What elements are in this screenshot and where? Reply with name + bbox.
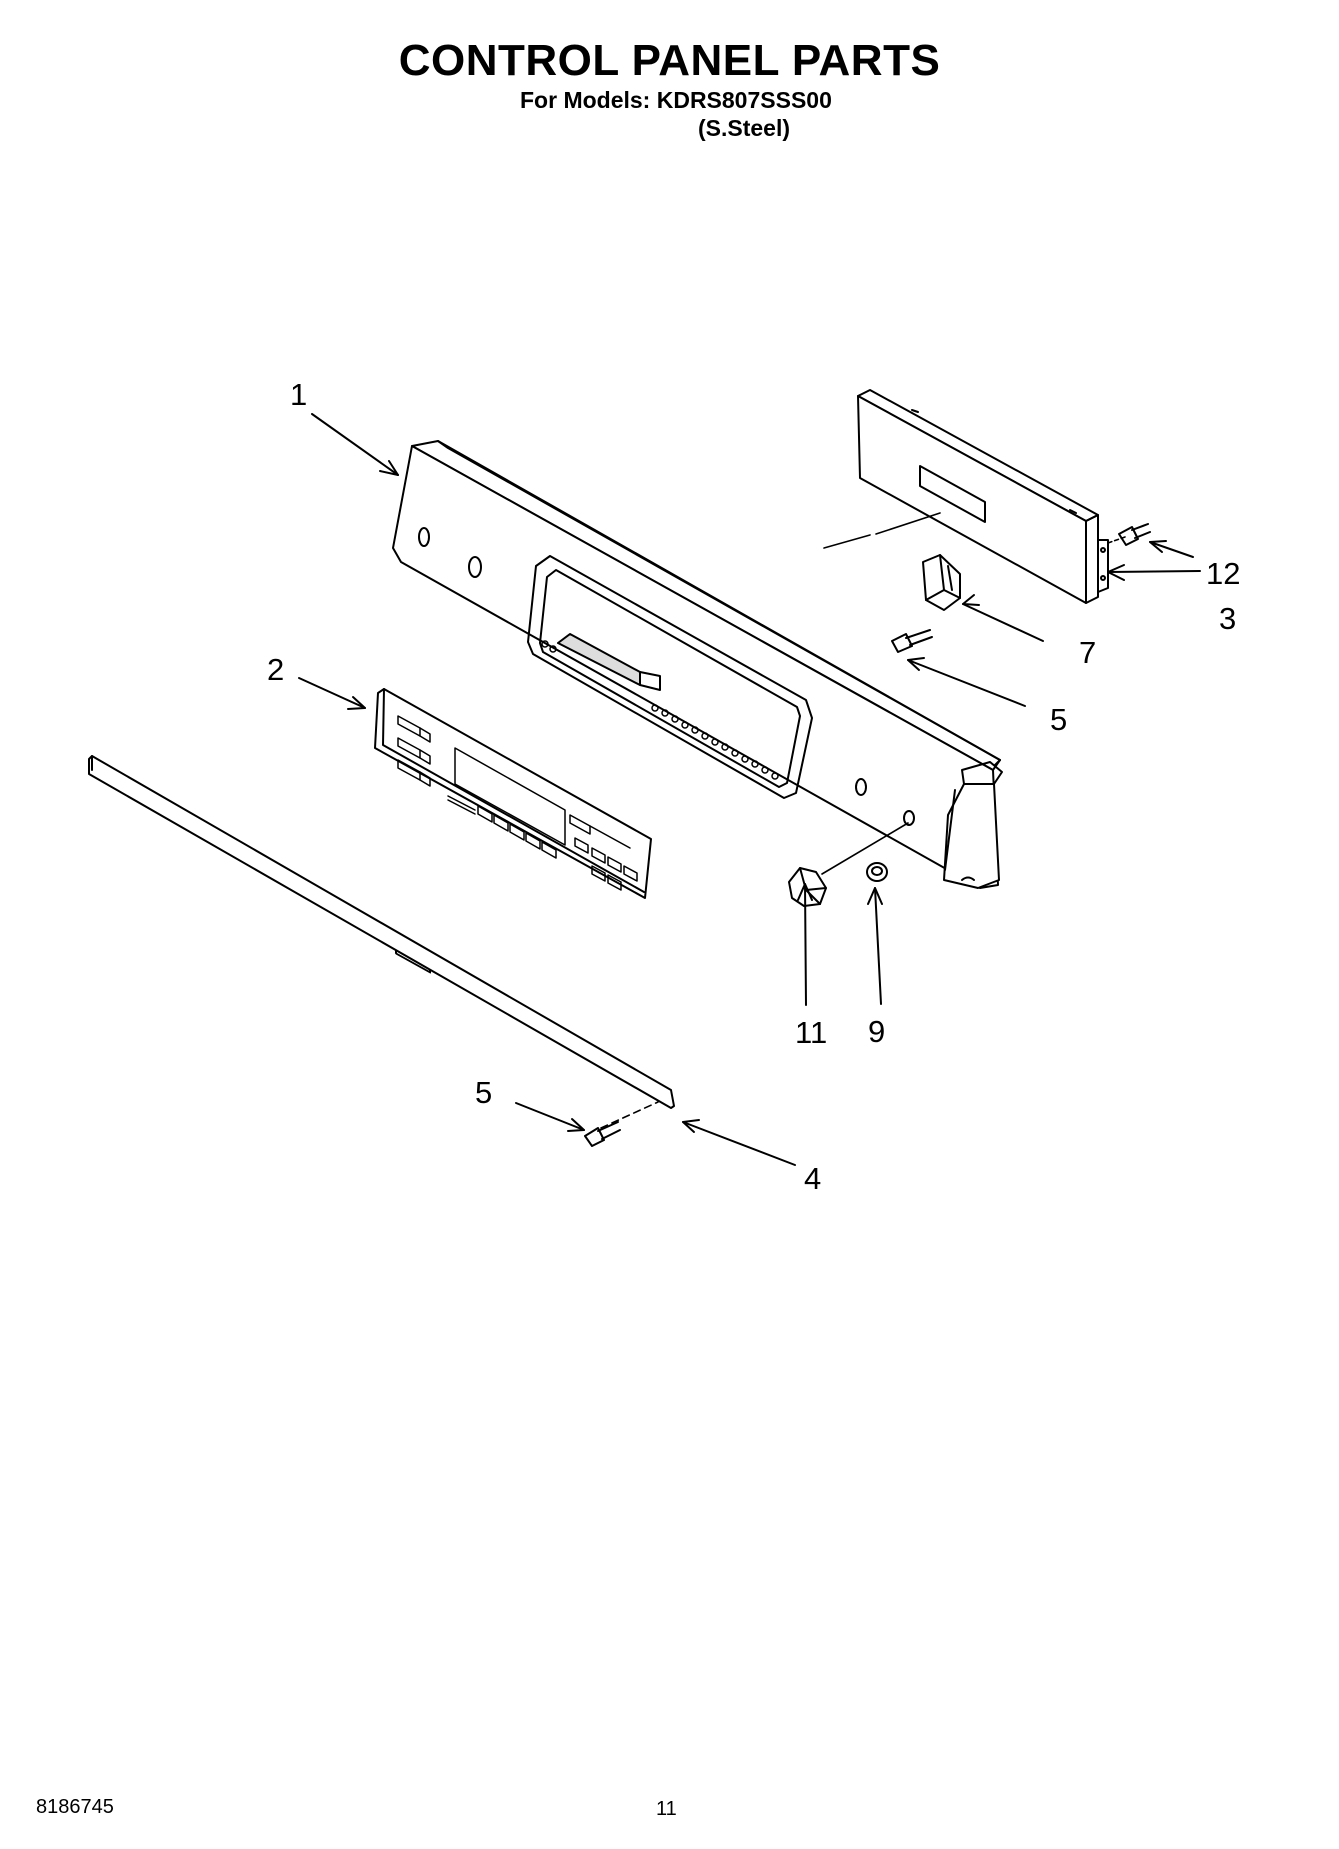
switch-part-11 (788, 867, 827, 907)
callout-11: 11 (795, 1015, 827, 1050)
screw-lower (584, 1121, 621, 1147)
callout-4: 4 (804, 1161, 821, 1196)
callout-1: 1 (290, 377, 307, 412)
callout-5-lower: 5 (475, 1075, 492, 1110)
knob-part-9 (866, 862, 888, 882)
finish-line: (S.Steel) (698, 115, 791, 141)
control-panel (392, 440, 1003, 889)
screw-upper (891, 629, 933, 653)
callout-arrows (298, 413, 1201, 1166)
electronic-control (857, 389, 1109, 604)
callout-9: 9 (868, 1014, 885, 1049)
callout-3: 3 (1219, 601, 1236, 636)
callout-labels: 1 2 3 4 5 5 7 9 11 12 (267, 377, 1240, 1196)
callout-7: 7 (1079, 635, 1096, 670)
trim-strip (88, 755, 675, 1109)
bracket (922, 554, 961, 611)
touchpad-overlay (374, 688, 652, 974)
callout-5-upper: 5 (1050, 702, 1067, 737)
page-title: CONTROL PANEL PARTS (398, 36, 941, 85)
callout-12: 12 (1206, 556, 1240, 591)
document-number: 8186745 (36, 1796, 114, 1818)
page-number: 11 (656, 1798, 677, 1820)
screw-top-right (1118, 523, 1151, 546)
model-line: For Models: KDRS807SSS00 (520, 87, 832, 113)
callout-2: 2 (267, 652, 284, 687)
